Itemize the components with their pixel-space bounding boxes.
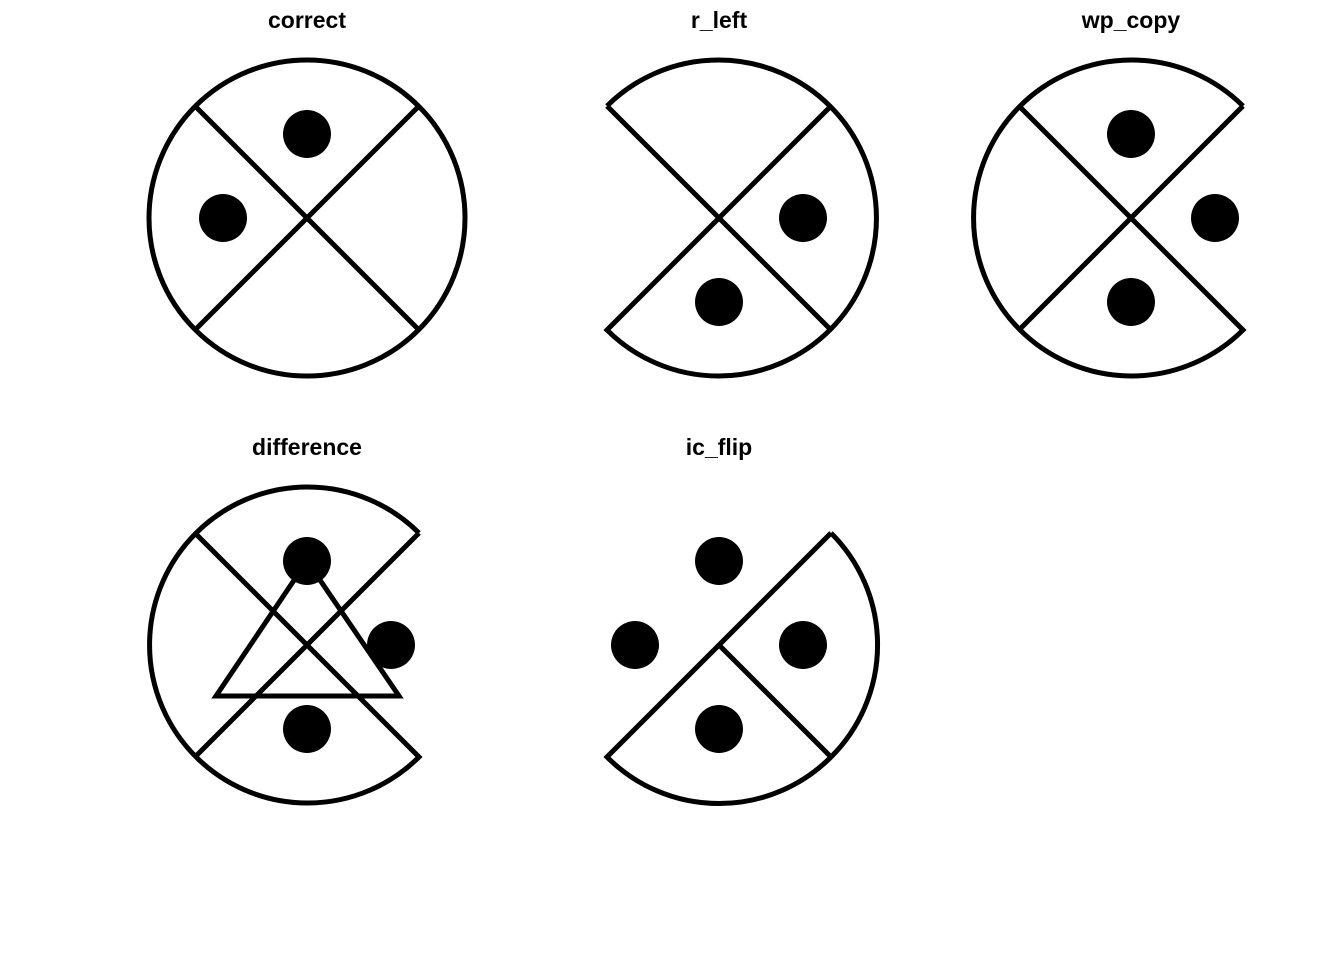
panel-correct: correct [146, 7, 468, 379]
dot-right [1191, 194, 1239, 242]
panel-title-ic-flip: ic_flip [686, 434, 752, 460]
sector-outline [603, 531, 881, 807]
dot-bottom [695, 705, 743, 753]
panel-ic-flip: ic_flip [603, 434, 881, 807]
panel-r-left: r_left [603, 7, 879, 379]
sector-outline [971, 57, 1247, 379]
dot-right [779, 194, 827, 242]
circle-outline [146, 57, 468, 379]
panel-title-r-left: r_left [691, 7, 748, 33]
dot-right [779, 621, 827, 669]
sector-outline [147, 484, 423, 806]
panel-title-wp-copy: wp_copy [1081, 7, 1181, 33]
dot-left [611, 621, 659, 669]
dot-top [283, 110, 331, 158]
dot-top [695, 537, 743, 585]
diagonal-line [193, 104, 421, 332]
panel-title-correct: correct [268, 7, 346, 33]
panel-title-difference: difference [252, 434, 362, 460]
dot-bottom [1107, 278, 1155, 326]
dot-bottom [283, 705, 331, 753]
dot-left [199, 194, 247, 242]
dot-right [367, 621, 415, 669]
dot-bottom [695, 278, 743, 326]
dot-top [1107, 110, 1155, 158]
panel-difference: difference [147, 434, 423, 806]
triangle-outline [211, 556, 404, 699]
sector-outline [603, 57, 879, 379]
panel-wp-copy: wp_copy [971, 7, 1247, 379]
dot-top [283, 537, 331, 585]
